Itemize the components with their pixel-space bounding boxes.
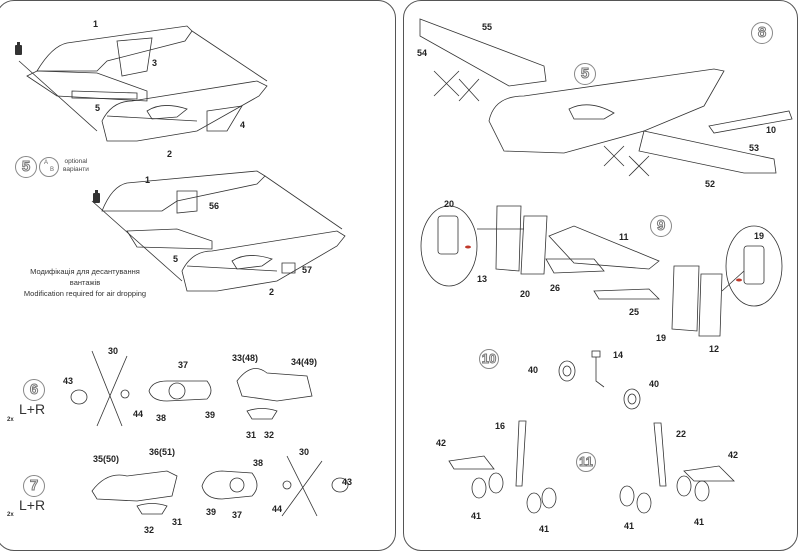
callout-label: 44 xyxy=(133,409,144,419)
callout-label: 4 xyxy=(240,120,246,130)
callout-label: 33(48) xyxy=(232,353,259,363)
glue-mark xyxy=(465,245,471,249)
step-11-badge: 11 xyxy=(576,452,596,472)
left-drawings xyxy=(18,25,349,517)
quantity-note: 2x xyxy=(7,417,14,423)
callout-label: 2 xyxy=(167,149,173,159)
modification-note: Модифікація для десантування вантажів Mo… xyxy=(23,267,147,298)
callout-label: 2 xyxy=(269,287,275,297)
callout-label: 38 xyxy=(156,413,167,423)
callout-label: 11 xyxy=(619,232,629,242)
callout-label: 12 xyxy=(709,344,720,354)
callout-label: 36(51) xyxy=(149,447,176,457)
step-9-badge: 9 xyxy=(650,215,672,237)
callout-label: 55 xyxy=(482,22,493,32)
callout-label: 42 xyxy=(728,450,739,460)
aircraft-assembly-drawing xyxy=(419,18,793,177)
callout-label: 41 xyxy=(694,517,705,527)
callout-label: 43 xyxy=(63,376,74,386)
callout-label: 56 xyxy=(209,201,220,211)
callout-label: 44 xyxy=(272,504,283,514)
callout-label: 39 xyxy=(205,410,216,420)
glue-bottle-icon xyxy=(15,42,22,55)
callout-label: 20 xyxy=(444,199,455,209)
callout-label: 57 xyxy=(302,265,313,275)
step-8-badge: 8 xyxy=(751,22,773,44)
callout-label: 35(50) xyxy=(93,454,120,464)
callout-label: 30 xyxy=(299,447,310,457)
callout-label: 42 xyxy=(436,438,447,448)
callout-label: 32 xyxy=(144,525,155,535)
callout-label: 20 xyxy=(520,289,531,299)
callout-label: 53 xyxy=(749,143,760,153)
right-instruction-panel: 8 5 55 54 10 53 52 9 20 13 20 11 26 25 1… xyxy=(403,0,798,551)
callout-label: 3 xyxy=(152,58,158,68)
main-gear-right-drawing xyxy=(619,422,735,514)
callout-label: 39 xyxy=(206,507,217,517)
callout-label: 31 xyxy=(246,430,257,440)
optional-note: optional варіанти xyxy=(63,158,89,173)
quantity-note: 2x xyxy=(7,512,14,518)
callout-label: 37 xyxy=(178,360,189,370)
callout-label: 38 xyxy=(253,458,264,468)
callout-label: 41 xyxy=(539,524,550,534)
callout-label: 1 xyxy=(93,19,99,29)
step-7-badge: 7 xyxy=(23,475,45,497)
glue-bottle-icon xyxy=(93,190,100,203)
callout-label: 16 xyxy=(495,421,506,431)
callout-label: 26 xyxy=(550,283,561,293)
callout-label: 19 xyxy=(754,231,765,241)
engine-drawing-step7 xyxy=(91,455,349,517)
callout-label: 34(49) xyxy=(291,357,318,367)
ab-variant-icon: A B xyxy=(39,157,59,177)
callout-label: 1 xyxy=(145,175,151,185)
callout-label: 41 xyxy=(624,521,635,531)
sub-step-5-badge: 5 xyxy=(574,63,596,85)
tail-assembly-drawing xyxy=(420,205,783,337)
callout-label: 43 xyxy=(342,477,353,487)
glue-mark xyxy=(736,278,742,282)
callout-label: 5 xyxy=(173,254,179,264)
callout-label: 30 xyxy=(108,346,119,356)
callout-label: 19 xyxy=(656,333,667,343)
step-6-badge: 6 xyxy=(23,379,45,401)
engine-drawing-step6 xyxy=(70,350,313,427)
callout-label: 54 xyxy=(417,48,428,58)
upper-wing-assembly-drawing xyxy=(18,25,268,142)
callout-label: 13 xyxy=(477,274,488,284)
callout-label: 5 xyxy=(95,103,101,113)
right-drawings xyxy=(419,18,793,514)
callout-label: 52 xyxy=(705,179,716,189)
glue-marks xyxy=(465,245,742,282)
callout-label: 41 xyxy=(471,511,482,521)
callout-label: 32 xyxy=(264,430,275,440)
callout-label: 25 xyxy=(629,307,640,317)
step-10-badge: 10 xyxy=(479,349,499,369)
side-label: L+R xyxy=(19,401,46,417)
callout-label: 14 xyxy=(613,350,624,360)
left-instruction-panel: 1 3 5 4 2 5 A B optional варіанти 1 56 5… xyxy=(0,0,396,551)
callout-label: 40 xyxy=(649,379,660,389)
callout-label: 40 xyxy=(528,365,539,375)
nose-gear-drawing xyxy=(558,350,641,410)
main-gear-left-drawing xyxy=(448,420,557,514)
callout-label: 22 xyxy=(676,429,687,439)
step-5-badge: 5 xyxy=(15,156,37,178)
lower-wing-assembly-drawing xyxy=(91,170,346,292)
callout-label: 10 xyxy=(766,125,777,135)
callout-label: 31 xyxy=(172,517,183,527)
callout-label: 37 xyxy=(232,510,243,520)
side-label: L+R xyxy=(19,497,46,513)
